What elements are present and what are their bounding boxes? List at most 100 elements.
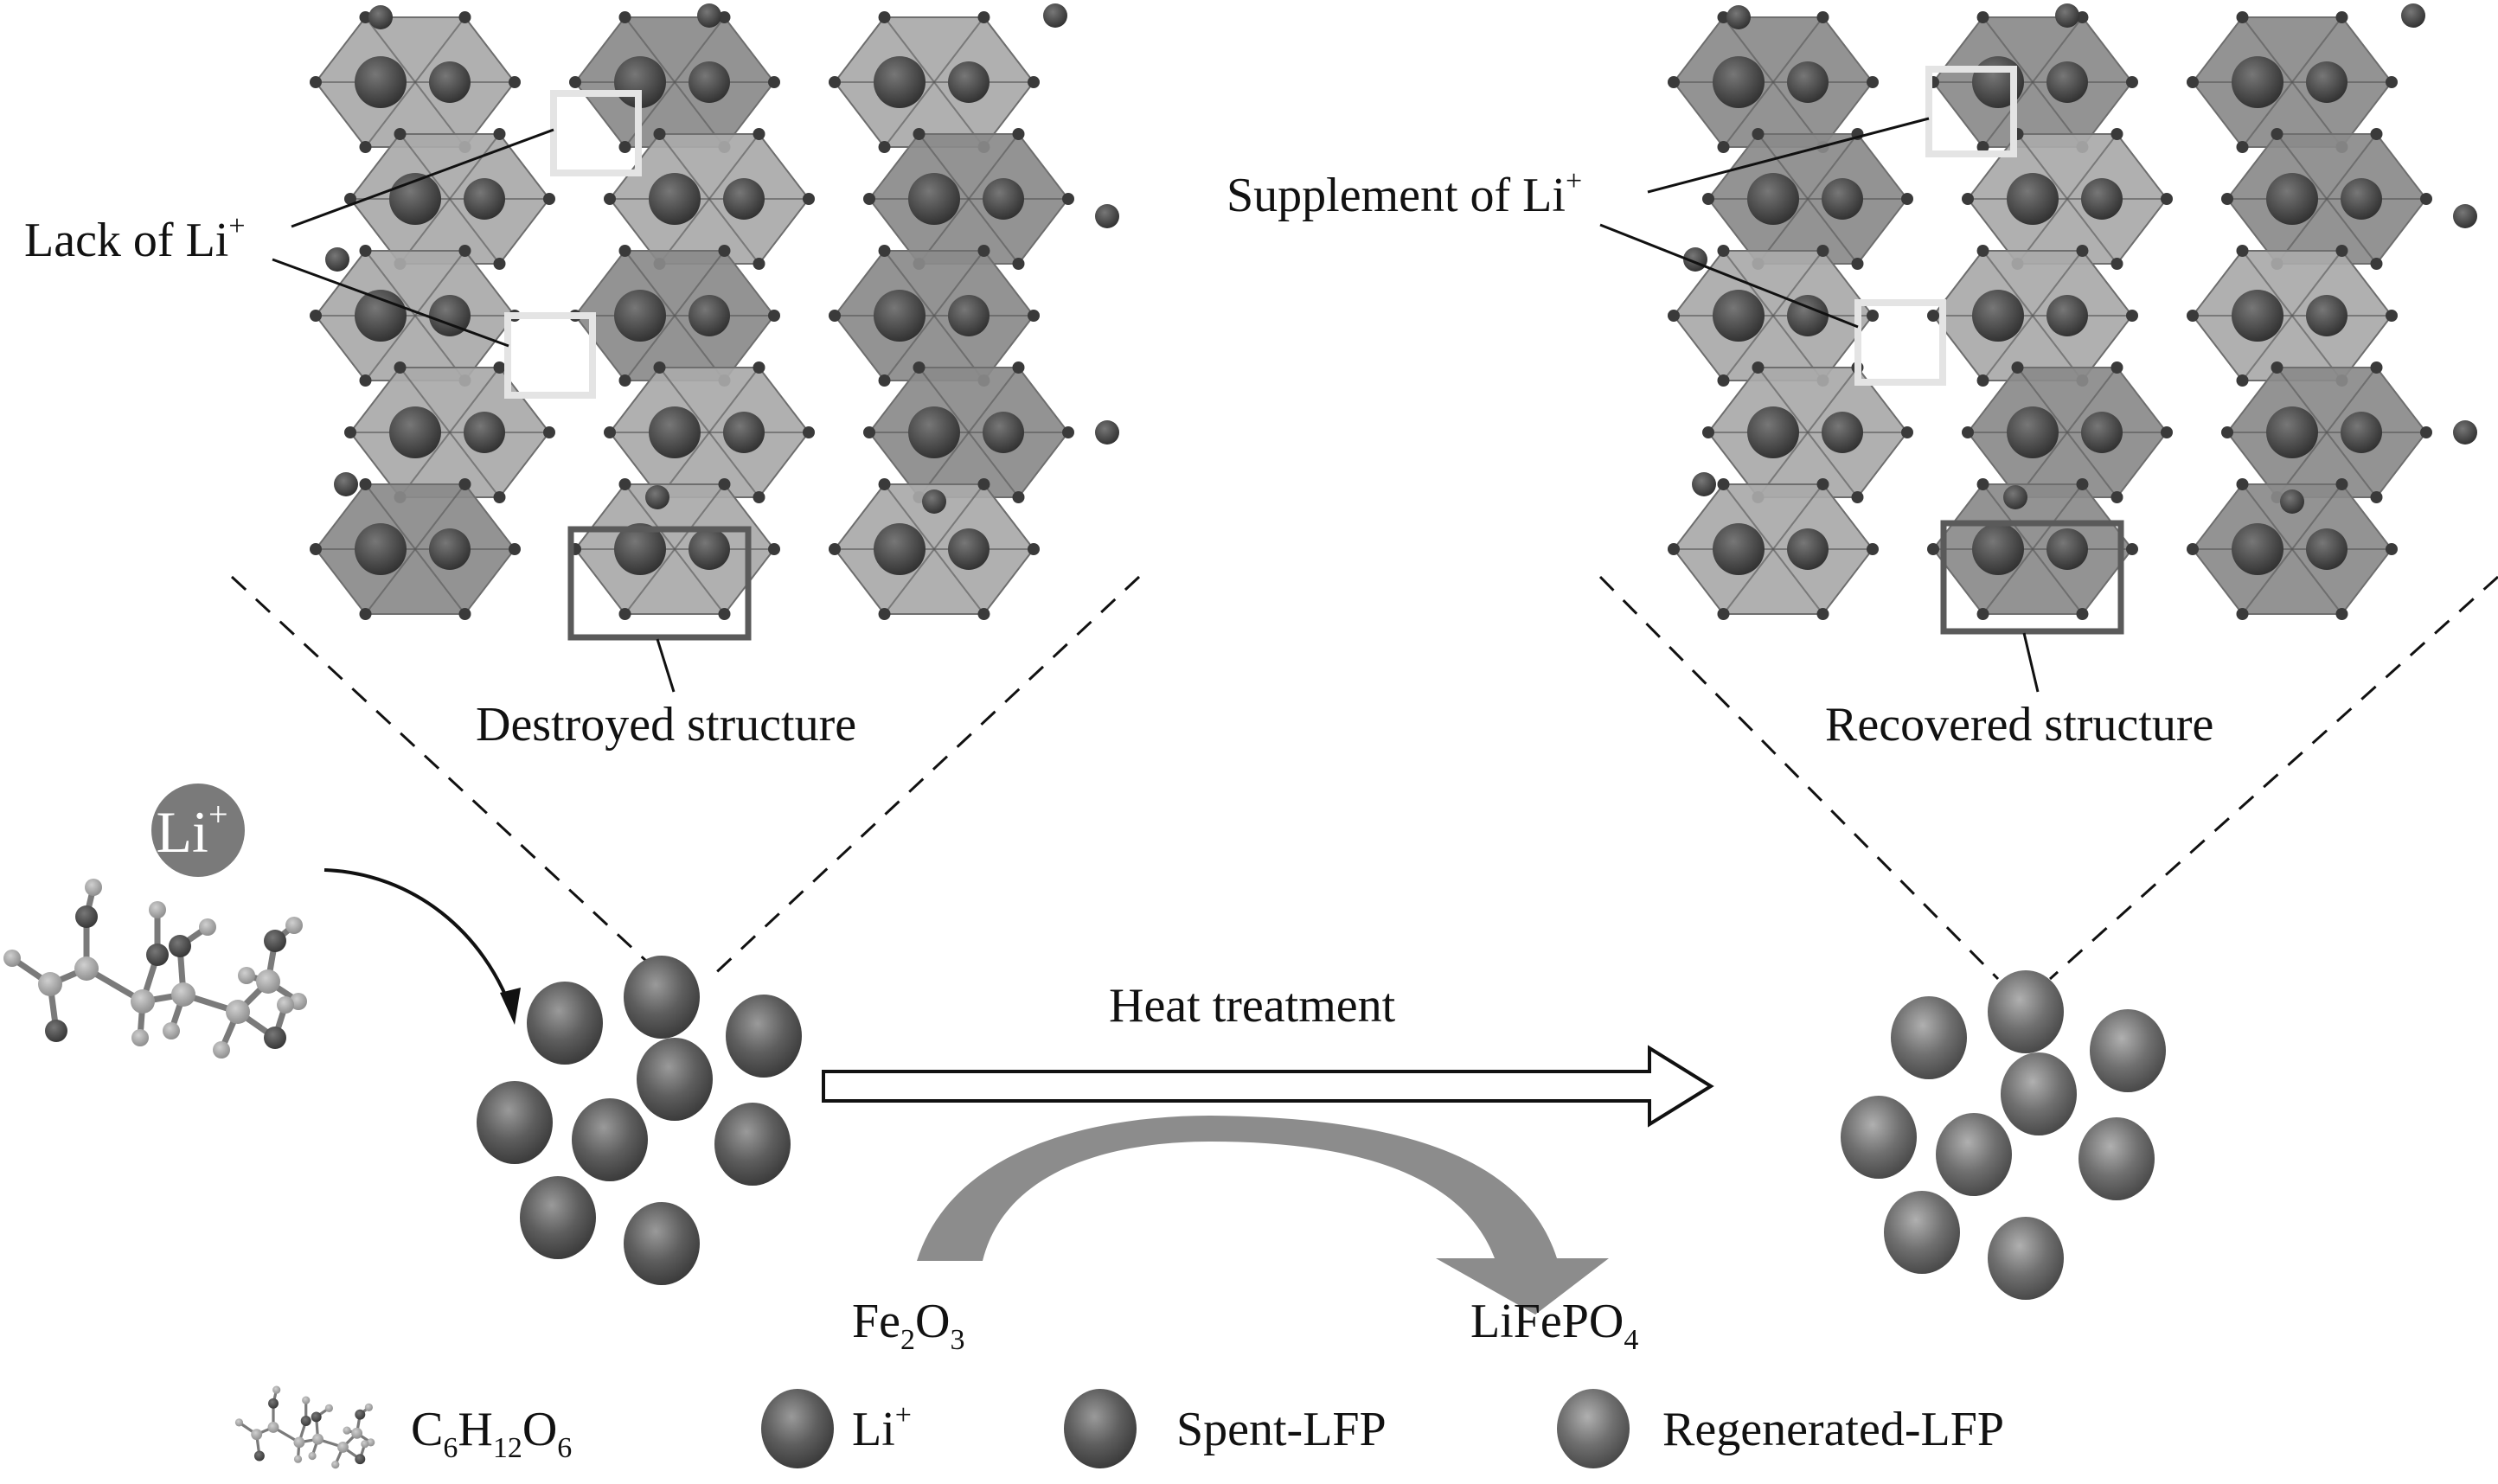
hydrogen-atom [293,1455,303,1463]
regenerated-lfp-particle-cluster [1841,970,2166,1300]
bond-line [2276,133,2328,200]
caption-leader-line [656,638,676,693]
oxygen-atom [768,543,780,555]
bond-line [414,16,466,83]
oxygen-atom [493,128,506,140]
spent-lfp-particle [527,982,603,1065]
oxygen-atom [1717,11,1730,23]
phosphorus-atom [2046,61,2088,103]
iron-atom [874,56,926,108]
supplement-of-li-callout: Supplement of Li+ [1227,165,1583,222]
oxygen-atom [2386,76,2398,88]
oxygen-atom [2370,258,2383,270]
oxygen-atom [1702,426,1714,438]
oxygen-atom [359,374,372,387]
spent-lfp-particle [520,1176,596,1259]
iron-atom [614,290,666,342]
oxygen-atom [829,543,841,555]
oxygen-atom [2420,193,2432,205]
bond-line [968,367,1020,433]
oxygen-atom [1867,76,1879,88]
bond-line [933,483,985,550]
callout-leader-line [1647,117,1930,194]
bond-line [883,315,935,381]
li-atom [1043,3,1067,28]
oxygen-atom [344,426,356,438]
bond-line [449,367,501,433]
oxygen-atom [1976,245,1989,257]
spent-lfp-particle [572,1098,648,1181]
oxygen-atom [829,310,841,322]
iron-atom [2266,173,2318,225]
oxygen-atom [268,1398,279,1409]
oxygen-atom [878,374,891,387]
oxygen-atom [753,491,765,503]
oxygen-atom [863,426,875,438]
oxygen-atom [1012,258,1025,270]
oxygen-atom [977,608,990,620]
bond-line [2241,81,2293,148]
oxygen-atom [543,193,555,205]
oxygen-atom [1668,310,1680,322]
oxygen-atom [311,1411,322,1423]
oxygen-atom [1062,426,1074,438]
phosphorus-atom [2341,412,2382,453]
hydrogen-atom [364,1403,373,1411]
carbon-atom [312,1433,323,1445]
oxygen-atom [2110,491,2123,503]
oxygen-atom [1962,426,1974,438]
hydrogen-atom [290,993,307,1010]
oxygen-atom [2076,608,2089,620]
regenerated-lfp-particle [2001,1052,2077,1135]
iron-atom [1747,173,1799,225]
li-atom [1095,204,1119,228]
regenerated-lfp-sphere-icon [1557,1389,1630,1468]
li-atom [325,247,349,272]
oxygen-atom [1976,608,1989,620]
hydrogen-atom [234,1418,244,1427]
spent-lfp-particle [624,956,700,1039]
oxygen-atom [458,478,471,490]
bond-line [2291,250,2343,317]
oxygen-atom [1867,310,1879,322]
iron-atom [2232,290,2283,342]
oxygen-atom [2236,245,2249,257]
oxygen-atom [1668,543,1680,555]
bond-line [1807,133,1859,200]
regenerated-lfp-particle [1884,1191,1960,1274]
oxygen-atom [2126,543,2138,555]
bond-line [2326,198,2378,265]
phosphorus-atom [464,178,505,220]
iron-atom [1713,290,1765,342]
oxygen-atom [1752,361,1765,374]
iron-atom [355,290,407,342]
li-atom [922,489,946,514]
oxygen-atom [768,310,780,322]
oxygen-atom [1851,258,1864,270]
li-atom [697,3,721,28]
iron-atom [2007,173,2059,225]
oxygen-atom [2236,478,2249,490]
li-atom [2280,489,2304,514]
phosphorus-atom [429,295,471,336]
bond-line [2066,432,2118,498]
spent-lfp-sphere-icon [1064,1389,1137,1468]
bond-line [2066,133,2118,200]
oxygen-atom [2236,608,2249,620]
oxygen-atom [493,491,506,503]
oxygen-atom [2126,310,2138,322]
oxygen-atom [1717,478,1730,490]
regenerated-lfp-particle [2078,1117,2155,1200]
bond-line [624,483,676,550]
oxygen-atom [718,478,731,490]
oxygen-atom [1717,374,1730,387]
oxygen-atom [977,245,990,257]
oxygen-atom [753,258,765,270]
zoom-guide-dashed-line [230,575,672,985]
oxygen-atom [264,930,286,952]
oxygen-atom [1927,543,1939,555]
oxygen-atom [310,310,322,322]
oxygen-atom [493,361,506,374]
phosphorus-atom [948,295,990,336]
